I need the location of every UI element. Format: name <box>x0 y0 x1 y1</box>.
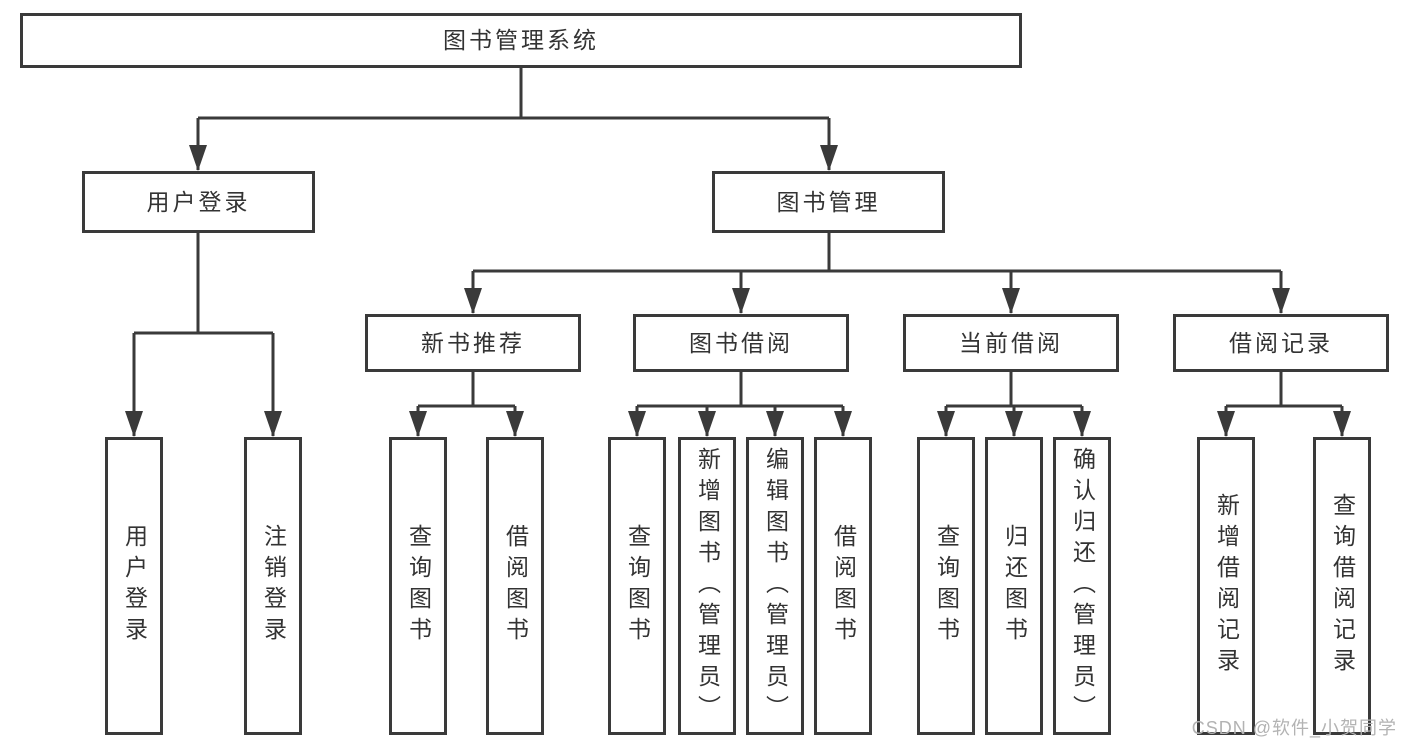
leaf-borrow-books-recommend: 借阅图书 <box>486 437 544 735</box>
leaf-logout-label: 注销登录 <box>260 524 287 648</box>
leaf-add-borrow-record: 新增借阅记录 <box>1197 437 1255 735</box>
leaf-query-books-current: 查询图书 <box>917 437 975 735</box>
node-current-borrowing: 当前借阅 <box>903 314 1119 372</box>
leaf-borrow-books-label: 借阅图书 <box>830 524 857 648</box>
leaf-return-books-label: 归还图书 <box>1001 524 1028 648</box>
node-new-book-recommendation: 新书推荐 <box>365 314 581 372</box>
leaf-query-books-recommend-label: 查询图书 <box>405 524 432 648</box>
leaf-add-books-admin-label: 新增图书（管理员） <box>694 446 721 726</box>
leaf-edit-books-admin: 编辑图书（管理员） <box>746 437 804 735</box>
leaf-borrow-books: 借阅图书 <box>814 437 872 735</box>
watermark: CSDN @软件_小贺同学 <box>1191 718 1397 738</box>
leaf-confirm-return-admin: 确认归还（管理员） <box>1053 437 1111 735</box>
leaf-add-books-admin: 新增图书（管理员） <box>678 437 736 735</box>
leaf-return-books: 归还图书 <box>985 437 1043 735</box>
node-book-management: 图书管理 <box>712 171 945 233</box>
leaf-borrow-books-recommend-label: 借阅图书 <box>502 524 529 648</box>
leaf-user-login-label: 用户登录 <box>121 524 148 648</box>
leaf-query-books-borrow-label: 查询图书 <box>624 524 651 648</box>
node-book-borrowing: 图书借阅 <box>633 314 849 372</box>
leaf-add-borrow-record-label: 新增借阅记录 <box>1213 493 1240 679</box>
leaf-query-borrow-record: 查询借阅记录 <box>1313 437 1371 735</box>
node-library-management-system: 图书管理系统 <box>20 13 1022 68</box>
leaf-query-books-borrow: 查询图书 <box>608 437 666 735</box>
leaf-query-borrow-record-label: 查询借阅记录 <box>1329 493 1356 679</box>
leaf-edit-books-admin-label: 编辑图书（管理员） <box>762 446 789 726</box>
leaf-confirm-return-admin-label: 确认归还（管理员） <box>1069 446 1096 726</box>
leaf-query-books-recommend: 查询图书 <box>389 437 447 735</box>
node-borrowing-records: 借阅记录 <box>1173 314 1389 372</box>
leaf-user-login: 用户登录 <box>105 437 163 735</box>
leaf-logout: 注销登录 <box>244 437 302 735</box>
node-user-login: 用户登录 <box>82 171 315 233</box>
leaf-query-books-current-label: 查询图书 <box>933 524 960 648</box>
